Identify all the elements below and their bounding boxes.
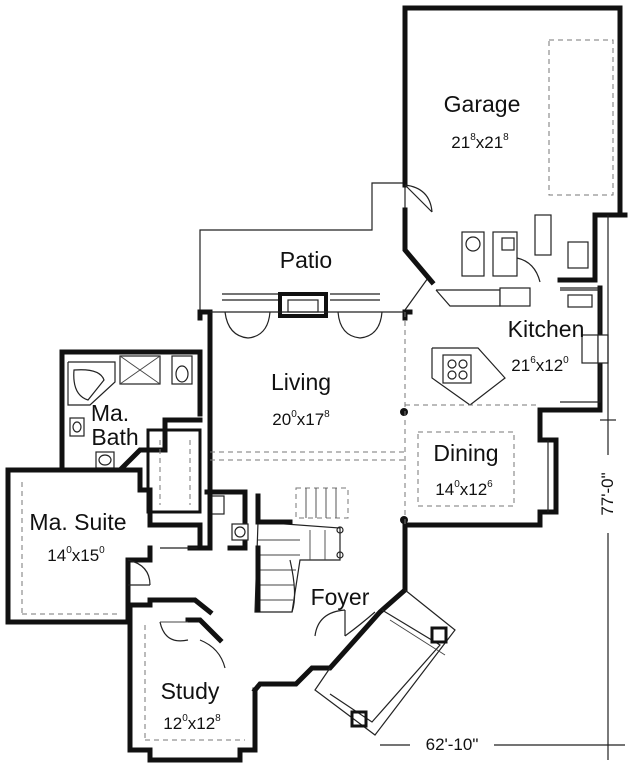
study-dims: 120x128 xyxy=(163,713,221,733)
dining-label: Dining xyxy=(433,440,498,466)
stairs xyxy=(254,487,349,613)
garage-label: Garage xyxy=(444,91,521,117)
ma-bath-label-line1: Ma. xyxy=(91,400,129,426)
ma-suite-dims: 140x150 xyxy=(47,545,105,565)
ma-suite-walls xyxy=(5,467,153,625)
front-porch xyxy=(314,589,456,736)
living-walls xyxy=(197,292,413,525)
dining-dims: 140x126 xyxy=(435,479,493,499)
study-walls xyxy=(127,602,258,763)
ma-bath-walls xyxy=(59,349,203,473)
living-label: Living xyxy=(271,369,331,395)
hall-walls xyxy=(147,487,214,616)
overall-depth-label: 77'-0" xyxy=(598,472,617,515)
laundry-area xyxy=(461,214,589,283)
kitchen-dims: 216x120 xyxy=(511,355,569,375)
powder-room xyxy=(204,489,293,613)
garage-walls xyxy=(402,5,628,286)
study-label: Study xyxy=(161,678,220,704)
foyer-front xyxy=(251,545,408,694)
closets xyxy=(146,428,202,514)
dining-details xyxy=(400,404,549,524)
ma-suite-label: Ma. Suite xyxy=(29,509,126,535)
foyer-label: Foyer xyxy=(311,584,370,610)
overall-width-label: 62'-10" xyxy=(426,735,479,754)
patio-label: Patio xyxy=(280,247,332,273)
living-dims: 200x178 xyxy=(272,409,330,429)
ma-bath-label-line2: Bath xyxy=(91,424,138,450)
garage-dims: 218x218 xyxy=(451,132,509,152)
kitchen-island xyxy=(431,347,506,406)
kitchen-counters xyxy=(435,287,609,403)
kitchen-label: Kitchen xyxy=(508,316,585,342)
